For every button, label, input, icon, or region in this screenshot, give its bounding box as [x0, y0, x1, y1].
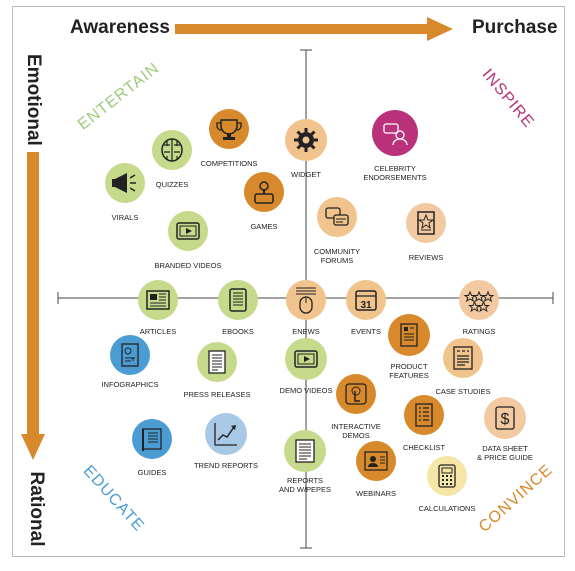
awareness-label: Awareness: [70, 17, 170, 38]
node-label-checklist: CHECKLIST: [402, 443, 446, 452]
node-label-reports: REPORTS AND W/PEPES: [278, 476, 332, 494]
chat-icon: [325, 207, 349, 226]
diagram-frame: [12, 6, 565, 557]
node-label-games: GAMES: [250, 222, 278, 231]
touch-icon: [345, 383, 367, 405]
node-press-releases: [197, 342, 237, 382]
node-label-enews: ENEWS: [292, 327, 320, 336]
node-enews: [286, 280, 326, 320]
ebook-icon: [229, 288, 247, 312]
case-study-icon: [453, 346, 473, 370]
node-label-ratings: RATINGS: [462, 327, 496, 336]
emotional-rational-arrow: [21, 152, 45, 460]
node-label-articles: ARTICLES: [139, 327, 177, 336]
trend-chart-icon: [214, 423, 237, 446]
mouse-icon: [296, 287, 316, 314]
document-icon: [208, 350, 226, 374]
stars-icon: [463, 290, 495, 313]
brain-icon: [161, 138, 183, 162]
node-label-trend-reports: TREND REPORTS: [193, 461, 259, 470]
node-competitions: [209, 109, 249, 149]
calculator-icon: [438, 464, 456, 488]
node-label-calculations: CALCULATIONS: [418, 504, 476, 513]
node-demo-videos: [285, 338, 327, 380]
node-data-sheet: $: [484, 397, 526, 439]
node-label-branded-videos: BRANDED VIDEOS: [154, 261, 222, 270]
node-checklist: [404, 395, 444, 435]
node-label-widget: WIDGET: [291, 170, 321, 179]
node-ratings: [459, 280, 499, 320]
svg-text:$: $: [501, 411, 510, 428]
node-virals: [105, 163, 145, 203]
node-interactive-demos: [336, 374, 376, 414]
node-infographics: [110, 335, 150, 375]
awareness-purchase-arrow: [175, 17, 453, 41]
video-icon: [176, 222, 200, 240]
video-icon: [294, 350, 318, 368]
node-trend-reports: [205, 413, 247, 455]
report-icon: [295, 439, 315, 463]
node-calculations: [427, 456, 467, 496]
checklist-icon: [415, 403, 433, 427]
node-label-reviews: REVIEWS: [408, 253, 444, 262]
node-label-quizzes: QUIZZES: [155, 180, 189, 189]
node-celebrity: [372, 110, 418, 156]
node-label-forums: COMMUNITY FORUMS: [313, 247, 361, 265]
svg-text:31: 31: [360, 300, 372, 311]
node-label-virals: VIRALS: [111, 213, 139, 222]
node-case-studies: [443, 338, 483, 378]
node-label-celebrity: CELEBRITY ENDORSEMENTS: [363, 164, 427, 182]
node-reports: [284, 430, 326, 472]
node-label-data-sheet: DATA SHEET & PRICE GUIDE: [477, 444, 533, 462]
node-articles: [138, 280, 178, 320]
node-widget: [285, 119, 327, 161]
calendar-icon: 31: [355, 290, 377, 311]
newspaper-icon: [146, 290, 170, 310]
node-guides: [132, 419, 172, 459]
gear-icon: [294, 128, 318, 152]
megaphone-icon: [112, 173, 136, 193]
node-label-ebooks: EBOOKS: [222, 327, 254, 336]
guide-icon: [142, 428, 162, 451]
review-icon: [417, 211, 435, 235]
celebrity-icon: [383, 123, 408, 146]
trophy-icon: [216, 119, 242, 140]
webinar-icon: [364, 451, 388, 471]
dollar-icon: $: [495, 406, 515, 430]
node-branded-videos: [168, 211, 208, 251]
node-forums: [317, 197, 357, 237]
node-label-interactive-demos: INTERACTIVE DEMOS: [331, 422, 381, 440]
infographic-icon: [121, 343, 139, 367]
joystick-icon: [254, 181, 274, 204]
node-label-product-features: PRODUCT FEATURES: [389, 362, 429, 380]
node-label-guides: GUIDES: [137, 468, 167, 477]
node-events: 31: [346, 280, 386, 320]
node-label-demo-videos: DEMO VIDEOS: [279, 386, 333, 395]
node-reviews: [406, 203, 446, 243]
node-webinars: [356, 441, 396, 481]
node-label-infographics: INFOGRAPHICS: [101, 380, 159, 389]
node-ebooks: [218, 280, 258, 320]
node-product-features: [388, 314, 430, 356]
node-label-events: EVENTS: [350, 327, 382, 336]
node-label-case-studies: CASE STUDIES: [435, 387, 491, 396]
node-games: [244, 172, 284, 212]
node-label-competitions: COMPETITIONS: [200, 159, 258, 168]
node-quizzes: [152, 130, 192, 170]
features-icon: [400, 323, 418, 347]
node-label-webinars: WEBINARS: [355, 489, 397, 498]
node-label-press-releases: PRESS RELEASES: [183, 390, 251, 399]
purchase-label: Purchase: [472, 17, 558, 38]
